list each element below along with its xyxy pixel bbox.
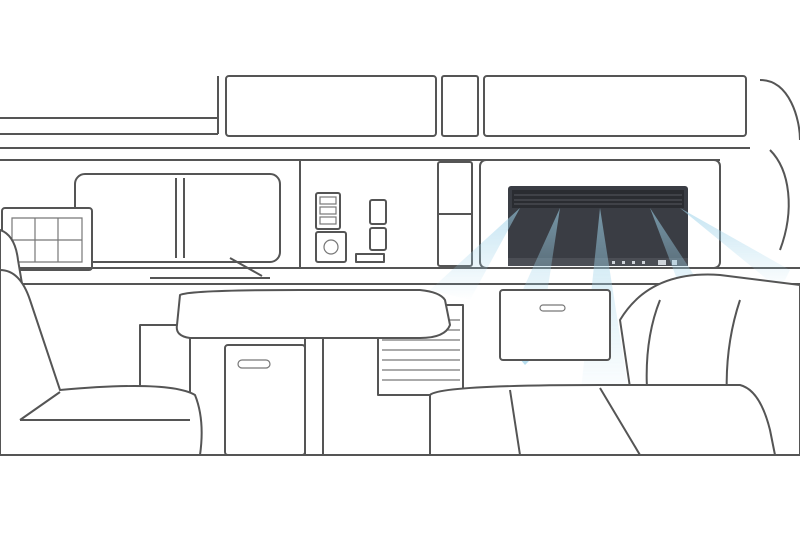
table [175, 289, 451, 456]
switch-panel [315, 192, 341, 230]
bench-seat [0, 273, 800, 456]
side-window [74, 173, 281, 263]
upper-cabinets [0, 75, 800, 149]
outlet [315, 231, 347, 263]
front-seat [0, 229, 203, 456]
